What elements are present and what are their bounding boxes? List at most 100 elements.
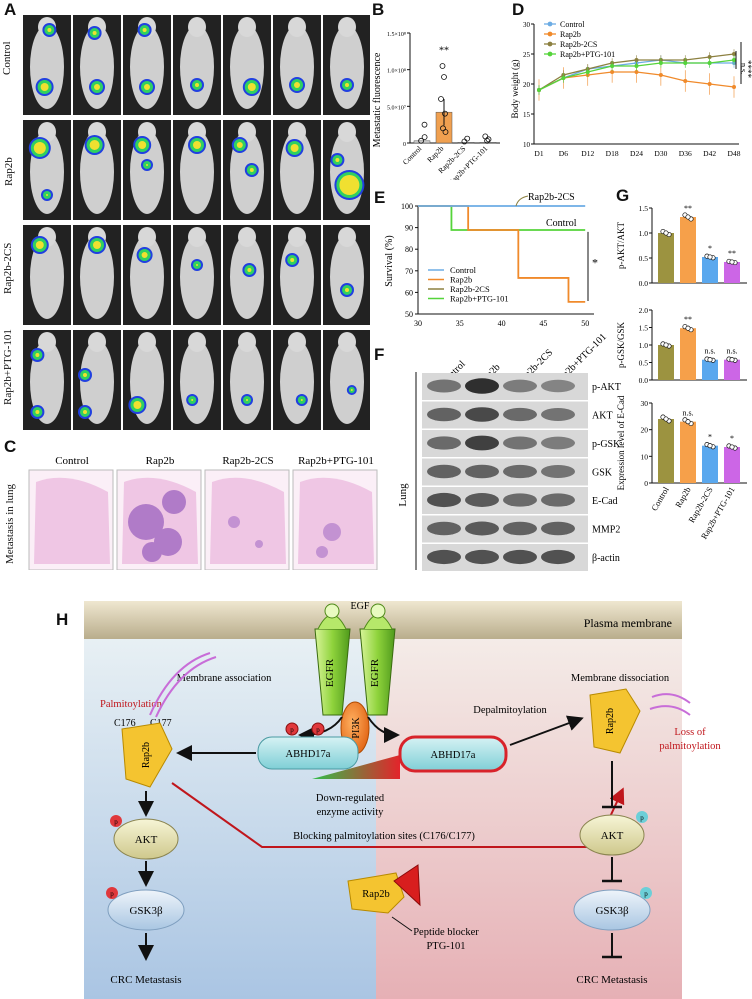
pi3k-to-abhd-right-arrow xyxy=(367,716,400,743)
f-tissue-label: Lung xyxy=(397,483,409,507)
d-legend-label: Rap2b+PTG-101 xyxy=(560,50,615,59)
g-bar xyxy=(724,359,740,380)
akt-right: AKT p xyxy=(579,811,648,856)
d-data-point xyxy=(732,58,736,62)
g-ylabel: p-GSK/GSK xyxy=(616,322,626,369)
f-band xyxy=(541,493,575,507)
g-category-label: Rap2b xyxy=(673,485,693,509)
fluorescence-signal xyxy=(141,252,148,258)
d-x-tick-label: D24 xyxy=(630,149,643,158)
mouse-body xyxy=(180,340,214,424)
fluorescence-signal xyxy=(335,158,340,162)
g-significance: * xyxy=(708,433,712,442)
fluorescence-signal xyxy=(47,28,52,32)
g-tick-label: 20 xyxy=(641,426,649,435)
f-band xyxy=(465,521,499,536)
fluorescence-signal xyxy=(94,84,100,90)
mouse-head xyxy=(338,122,356,142)
lung-tissue xyxy=(298,477,374,564)
metastatic-nodule xyxy=(316,546,328,558)
crc-metastasis-right: CRC Metastasis xyxy=(576,974,647,986)
g-ylabel: p-AKT/AKT xyxy=(616,222,626,269)
e-annot-2cs: Rap2b-2CS xyxy=(528,192,575,203)
p-badge: p xyxy=(316,726,320,734)
b-data-point xyxy=(421,121,428,128)
mouse-head xyxy=(188,17,206,37)
d-tick-label: 30 xyxy=(523,21,531,29)
c176-label: C176 xyxy=(114,718,136,729)
fluorescence-signal xyxy=(196,264,198,266)
g-tick-label: 0.5 xyxy=(639,359,649,368)
f-band xyxy=(503,407,537,422)
fluorescence-signal xyxy=(133,401,142,409)
abhd17a-left-label: ABHD17a xyxy=(286,749,331,760)
fluorescence-signal xyxy=(350,389,353,391)
f-band xyxy=(465,464,499,479)
mouse-head xyxy=(238,227,256,247)
d-data-point xyxy=(658,61,663,65)
f-band xyxy=(465,435,499,451)
d-tick-label: 15 xyxy=(523,111,531,119)
b-tick-label: 5.0×10⁷ xyxy=(387,105,406,111)
d-data-point xyxy=(732,85,736,89)
f-band xyxy=(541,436,575,450)
blocker-pointer xyxy=(391,916,413,932)
metastatic-nodule xyxy=(142,542,162,562)
metastatic-nodule xyxy=(228,516,240,528)
e-tick-label: 60 xyxy=(405,288,413,297)
mouse-body xyxy=(330,340,364,424)
mouse-head xyxy=(338,17,356,37)
f-band xyxy=(465,378,499,394)
mouse-head xyxy=(188,227,206,247)
g-significance: * xyxy=(708,244,712,253)
e-series-line xyxy=(418,205,586,303)
d-sig-ns: n.s. xyxy=(739,63,748,74)
d-legend-label: Rap2b xyxy=(560,30,581,39)
g-category-label: Control xyxy=(649,484,671,512)
b-data-point xyxy=(418,137,424,144)
rap2b-left-label: Rap2b xyxy=(141,742,152,768)
egf-label: EGF xyxy=(351,601,370,612)
palmitoyl-chain-2 xyxy=(155,656,217,718)
activity-gradient xyxy=(312,755,400,779)
d-data-point xyxy=(610,64,615,68)
b-data-point xyxy=(439,63,446,69)
mouse-body xyxy=(180,130,214,214)
peptide-blocker-label: Peptide blocker xyxy=(413,927,479,938)
d-data-point xyxy=(634,70,639,74)
mouse-body xyxy=(230,340,264,424)
akt-right-label: AKT xyxy=(601,830,624,842)
gsk3b-left-label: GSK3β xyxy=(129,905,163,917)
e-legend-label: Rap2b-2CS xyxy=(450,284,490,294)
g-data-point xyxy=(729,259,735,265)
f-band xyxy=(541,549,575,565)
g-bar xyxy=(724,262,740,283)
f-band xyxy=(427,407,461,422)
b-tick-label: 1.0×10⁸ xyxy=(387,69,406,75)
fluorescence-signal xyxy=(89,140,100,150)
fluorescence-signal xyxy=(247,83,256,91)
d-data-point xyxy=(707,61,712,65)
fluorescence-signal xyxy=(339,175,360,195)
g-tick-label: 2.0 xyxy=(639,306,649,315)
panel-a xyxy=(2,15,371,435)
g-bar xyxy=(658,345,674,380)
panel-b-chart: Metastatic fluorescence 05.0×10⁷1.0×10⁸1… xyxy=(372,32,500,180)
f-band xyxy=(503,379,537,393)
g-tick-label: 0.5 xyxy=(639,254,649,263)
mouse-body xyxy=(80,235,114,319)
rap2b-right-label: Rap2b xyxy=(605,708,616,734)
g-tick-label: 0.0 xyxy=(639,376,649,385)
d-data-point xyxy=(537,88,541,92)
blocking-label: Blocking palmitoylation sites (C176/C177… xyxy=(293,831,475,842)
mouse-head xyxy=(238,122,256,142)
g-significance: ** xyxy=(684,204,692,213)
c-column-label: Control xyxy=(55,455,89,467)
c-side-label: Metastasis in lung xyxy=(4,483,16,564)
g-significance: ** xyxy=(728,249,736,258)
fluorescence-signal xyxy=(83,410,87,414)
b-bar xyxy=(457,142,475,144)
fluorescence-signal xyxy=(294,82,300,88)
